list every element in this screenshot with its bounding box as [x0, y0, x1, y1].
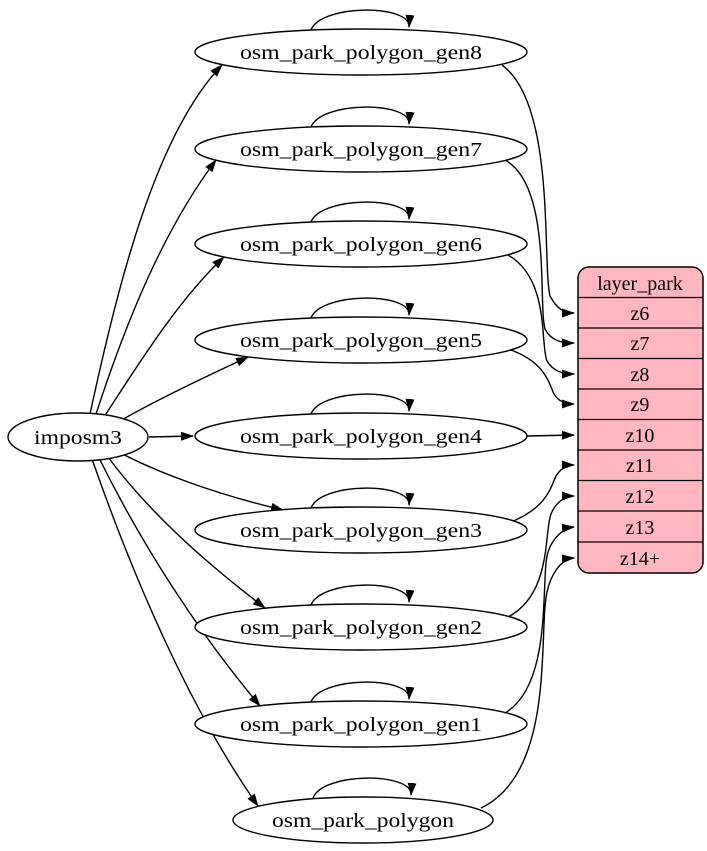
polygon-label: osm_park_polygon: [272, 810, 454, 832]
record-row-z13: z13: [626, 517, 655, 539]
edge-imposm3-to-gen2: [104, 452, 266, 609]
self-loop-gen2: [310, 584, 415, 606]
edge-gen1-to-z13: [504, 523, 575, 714]
gen3-label: osm_park_polygon_gen3: [240, 520, 482, 542]
edge-imposm3-to-gen6: [101, 256, 225, 421]
edge-imposm3-to-gen1: [97, 455, 261, 707]
record-row-z9: z9: [631, 394, 650, 416]
edge-imposm3-to-gen3: [112, 448, 284, 512]
self-loop-gen7: [310, 106, 415, 128]
edge-imposm3-to-polygon: [91, 458, 259, 807]
gen2-ellipse: [194, 603, 528, 651]
gen7-label: osm_park_polygon_gen7: [240, 139, 482, 161]
gen6-ellipse: [194, 220, 528, 268]
edge-imposm3-to-gen5: [112, 356, 249, 426]
edge-imposm3-to-gen7: [94, 159, 217, 418]
record-row-z6: z6: [631, 303, 650, 325]
node-osm-park-polygon-gen2: osm_park_polygon_gen2: [194, 603, 528, 651]
gen1-label: osm_park_polygon_gen1: [240, 714, 482, 736]
edge-gen4-to-z10: [526, 430, 575, 440]
imposm3-ellipse: [7, 412, 149, 462]
node-osm-park-polygon-gen7: osm_park_polygon_gen7: [194, 125, 528, 173]
node-osm-park-polygon-gen8: osm_park_polygon_gen8: [194, 28, 528, 76]
gen4-label: osm_park_polygon_gen4: [240, 426, 482, 448]
record-row-z7: z7: [631, 333, 650, 355]
self-loop-gen8: [310, 9, 415, 31]
record-row-z11: z11: [626, 455, 654, 477]
gen5-ellipse: [194, 316, 528, 364]
edge-gen5-to-z9: [510, 349, 575, 409]
node-osm-park-polygon-gen4: osm_park_polygon_gen4: [194, 412, 528, 460]
edge-imposm3-to-gen8: [89, 64, 223, 415]
node-osm-park-polygon-gen1: osm_park_polygon_gen1: [194, 700, 528, 748]
edge-imposm3-to-gen4: [148, 431, 194, 441]
record-row-z12: z12: [626, 486, 655, 508]
gen5-label: osm_park_polygon_gen5: [240, 330, 482, 352]
gen1-ellipse: [194, 700, 528, 748]
self-loop-gen4: [310, 393, 415, 415]
edge-polygon-to-z14plus: [480, 554, 575, 809]
gen8-ellipse: [194, 28, 528, 76]
gen2-label: osm_park_polygon_gen2: [240, 617, 482, 639]
edge-gen7-to-z7: [504, 159, 575, 348]
edge-gen3-to-z11: [510, 460, 575, 523]
edges-to-layer: [480, 64, 575, 809]
record-row-z8: z8: [631, 364, 650, 386]
gen4-ellipse: [194, 412, 528, 460]
imposm3-label: imposm3: [34, 427, 122, 449]
node-osm-park-polygon-gen5: osm_park_polygon_gen5: [194, 316, 528, 364]
self-loop-polygon: [312, 777, 417, 799]
gen3-ellipse: [194, 506, 528, 554]
edges-from-source: [89, 64, 284, 807]
self-loop-gen1: [310, 681, 415, 703]
self-loop-gen5: [310, 297, 415, 319]
polygon-ellipse: [232, 796, 494, 844]
gen8-label: osm_park_polygon_gen8: [240, 42, 482, 64]
edge-gen6-to-z8: [507, 254, 575, 379]
node-osm-park-polygon: osm_park_polygon: [232, 796, 494, 844]
self-loop-edges: [310, 9, 417, 799]
record-row-z10: z10: [626, 425, 655, 447]
layer-park-title: layer_park: [597, 273, 683, 295]
gen7-ellipse: [194, 125, 528, 173]
node-osm-park-polygon-gen3: osm_park_polygon_gen3: [194, 506, 528, 554]
record-layer-park: layer_park z6 z7 z8 z9 z10 z11 z12 z13 z…: [577, 266, 704, 574]
node-imposm3: imposm3: [7, 412, 149, 462]
gen6-label: osm_park_polygon_gen6: [240, 234, 482, 256]
self-loop-gen3: [310, 487, 415, 509]
edge-gen2-to-z12: [507, 491, 575, 618]
record-row-z14plus: z14+: [620, 548, 660, 570]
self-loop-gen6: [310, 201, 415, 223]
edge-gen8-to-z6: [501, 64, 575, 318]
node-osm-park-polygon-gen6: osm_park_polygon_gen6: [194, 220, 528, 268]
